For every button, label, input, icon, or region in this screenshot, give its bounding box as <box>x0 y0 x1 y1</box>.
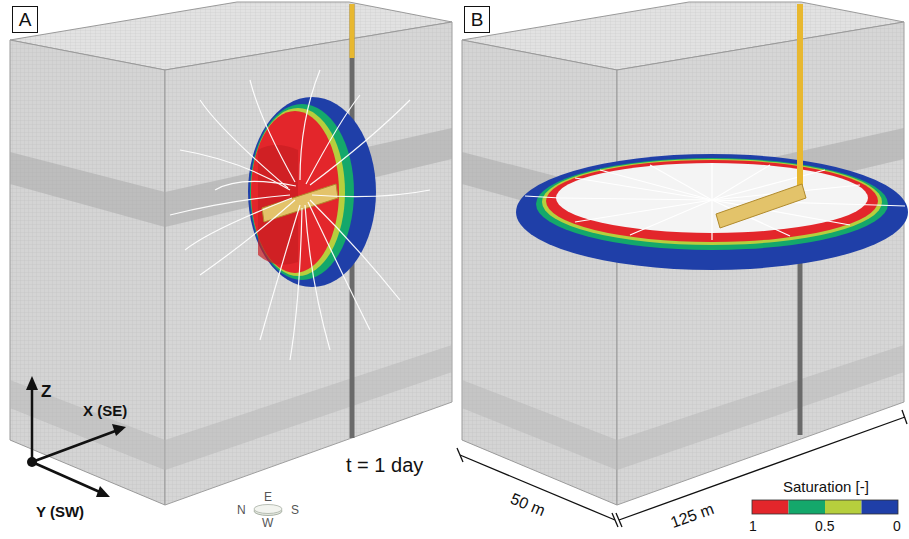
colorbar-tick: 1 <box>749 519 757 534</box>
colorbar-tick: 0 <box>893 519 901 534</box>
co2-plume-a <box>248 97 376 287</box>
dimension-label: 50 m <box>508 490 548 520</box>
compass-letter: S <box>291 504 299 517</box>
colorbar-tick: 0.5 <box>815 519 834 534</box>
panel-letter: B <box>471 10 484 29</box>
axis-label: Y (SW) <box>36 504 84 521</box>
time-label: t = 1 day <box>346 454 423 476</box>
dimension-label: 125 m <box>668 500 716 532</box>
axes-triad <box>26 376 126 497</box>
panel-label-box: B <box>464 6 490 33</box>
compass-letter: N <box>237 504 246 517</box>
compass-letter: W <box>262 517 273 530</box>
colorbar-title: Saturation [-] <box>783 479 869 496</box>
compass <box>254 505 282 516</box>
streamlines-a <box>170 70 430 360</box>
saturation-colorbar <box>752 500 898 514</box>
streamlines-b <box>525 163 905 240</box>
axis-label: Z <box>41 383 51 402</box>
axis-label: X (SE) <box>83 403 127 420</box>
panel-letter: A <box>19 10 32 29</box>
model-domain-a <box>10 2 452 505</box>
compass-letter: E <box>264 491 272 504</box>
panel-label-box: A <box>12 6 38 33</box>
injection-well-b <box>716 4 806 228</box>
co2-plume-b <box>516 154 908 270</box>
